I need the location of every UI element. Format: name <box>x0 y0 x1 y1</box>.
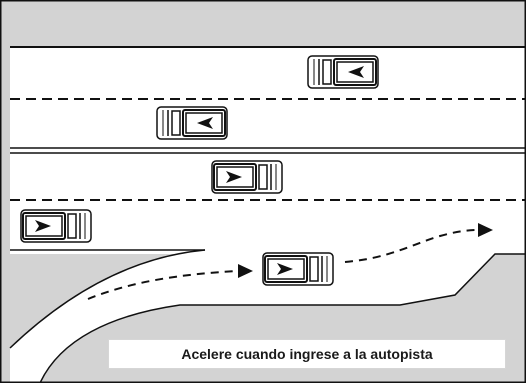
dashed-arrow-path <box>87 270 239 300</box>
on-ramp <box>10 250 526 383</box>
caption-label: Acelere cuando ingrese a la autopista <box>108 339 506 369</box>
ramp-edge-left <box>9 249 206 349</box>
dashed-arrow-path <box>344 229 479 263</box>
car-icon <box>20 209 92 243</box>
car-icon <box>307 55 379 89</box>
arrowhead-icon <box>238 264 253 278</box>
arrowhead-icon <box>478 223 493 237</box>
ramp-edge-right <box>39 253 526 383</box>
car-icon <box>156 106 228 140</box>
car-icon <box>262 252 334 286</box>
car-icon <box>211 160 283 194</box>
highway <box>10 48 526 254</box>
